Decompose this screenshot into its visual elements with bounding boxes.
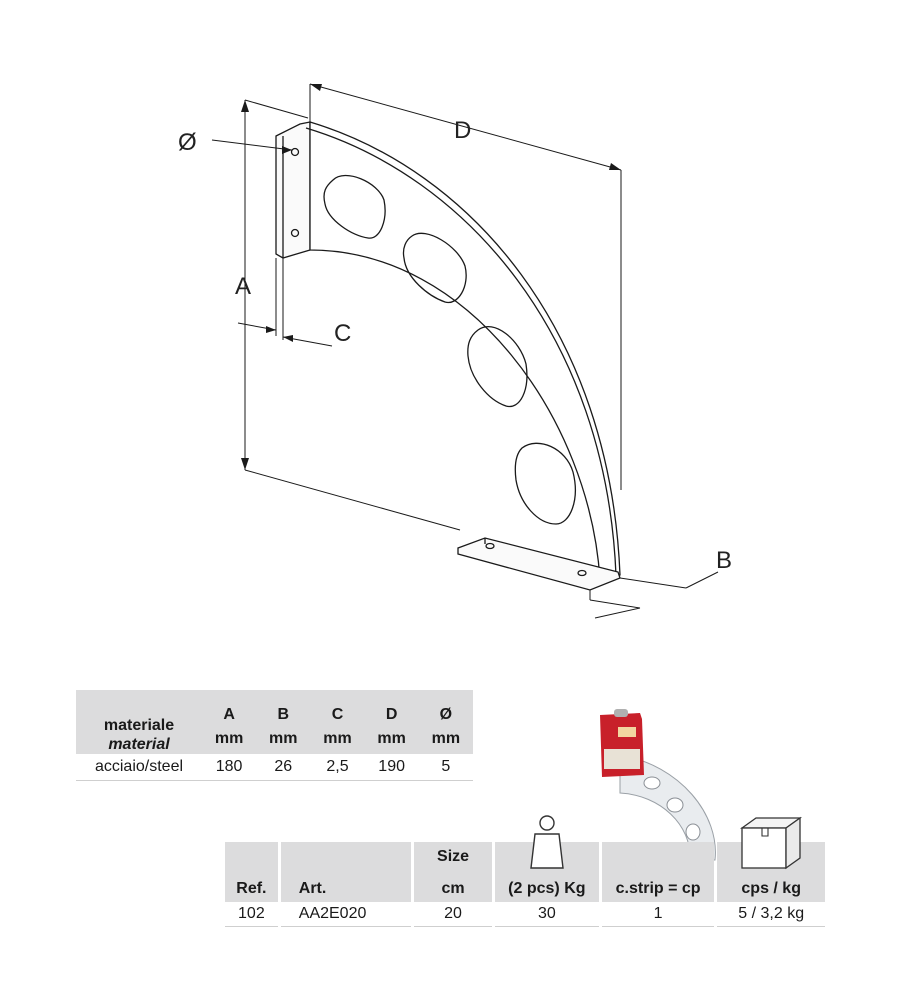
size-value: 20 <box>414 902 492 927</box>
size-header: Size cm <box>414 842 492 902</box>
label-b: B <box>716 547 732 574</box>
ref-header: Ref. <box>225 842 278 902</box>
material-header: materiale material <box>76 690 202 754</box>
col-diameter-unit: mm <box>418 724 473 754</box>
col-c-header: C <box>310 690 365 724</box>
slot-4 <box>514 442 576 525</box>
ref-value: 102 <box>225 902 278 927</box>
art-header: Art. <box>280 842 412 902</box>
strip-value: 1 <box>601 902 715 927</box>
product-ref-table: Ref. Art. Size cm (2 pcs) Kg c.strip = c… <box>222 815 828 927</box>
value-d: 190 <box>364 754 419 781</box>
table-row: 102 AA2E020 20 30 1 5 / 3,2 kg <box>225 902 825 927</box>
bracket-technical-drawing: Ø A C D B <box>178 83 732 619</box>
bracket-product-photo <box>600 709 716 861</box>
col-diameter-header: Ø <box>418 690 473 724</box>
slot-2 <box>402 232 467 304</box>
cps-header: cps / kg <box>717 816 825 902</box>
value-a: 180 <box>202 754 257 781</box>
table-row: acciaio/steel 180 26 2,5 190 5 <box>76 754 473 781</box>
slot-3 <box>467 326 528 408</box>
value-diameter: 5 <box>418 754 473 781</box>
art-value: AA2E020 <box>280 902 412 927</box>
col-a-unit: mm <box>202 724 257 754</box>
col-b-header: B <box>256 690 311 724</box>
col-a-header: A <box>202 690 257 724</box>
strip-header: c.strip = cp <box>601 842 715 902</box>
weight-icon <box>530 815 564 869</box>
label-diameter: Ø <box>178 129 197 156</box>
col-b-unit: mm <box>256 724 311 754</box>
value-c: 2,5 <box>310 754 365 781</box>
weight-value: 30 <box>494 902 599 927</box>
col-d-header: D <box>364 690 419 724</box>
label-c: C <box>334 320 351 347</box>
weight-header: (2 pcs) Kg <box>494 815 599 902</box>
curved-plate <box>309 121 621 581</box>
box-icon <box>740 816 803 870</box>
label-a: A <box>235 273 251 300</box>
value-b: 26 <box>256 754 311 781</box>
slot-1 <box>323 174 386 239</box>
col-c-unit: mm <box>310 724 365 754</box>
col-d-unit: mm <box>364 724 419 754</box>
materials-table: materiale material A B C D Ø mm mm mm mm… <box>76 690 473 781</box>
vertical-flange <box>275 121 311 259</box>
label-d: D <box>454 117 471 144</box>
material-value: acciaio/steel <box>76 754 202 781</box>
cps-value: 5 / 3,2 kg <box>717 902 825 927</box>
